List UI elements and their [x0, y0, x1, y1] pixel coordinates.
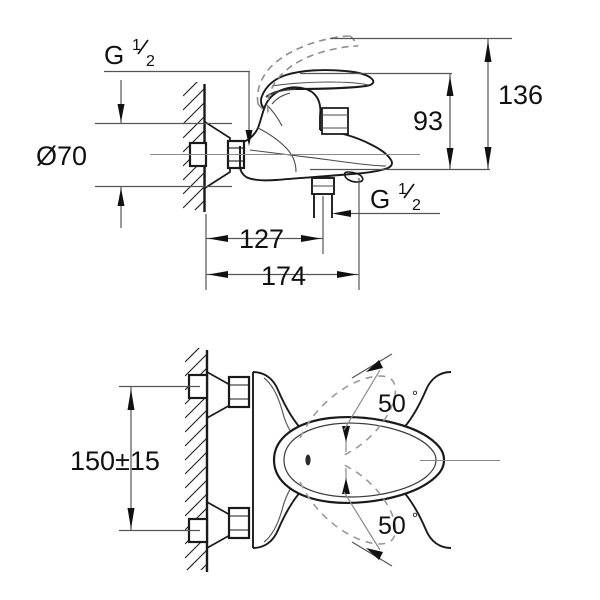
swivel-lower-ref-line-angled: [351, 541, 393, 567]
total-height-arrowhead-bottom: [484, 147, 492, 168]
outlet-thread-denominator: 2: [412, 197, 421, 214]
side-elevation-view: G 1 2 Ø70 93: [36, 35, 543, 291]
diameter-arrowhead-lower: [117, 188, 125, 206]
swivel-range-phantom: [299, 375, 397, 545]
outlet-depth-label: 127: [239, 224, 284, 254]
outlet-depth-arrowhead-left: [208, 235, 228, 242]
inlet-centres-arrowhead-top: [127, 389, 135, 410]
dimension-spout-height: 93: [300, 72, 490, 171]
outlet-thread-fraction-bar: [403, 183, 415, 199]
total-height-arrowhead-top: [484, 41, 492, 62]
upper-inlet-nut-body-side: [227, 375, 251, 409]
outlet-thread-arrowhead: [332, 210, 351, 217]
swivel-lower-arc-line: [343, 491, 381, 551]
spout-underside-detail: [343, 171, 364, 183]
spout-height-arrowhead-top: [446, 76, 454, 96]
flange-diameter-label: Ø70: [36, 141, 87, 171]
inlet-thread-fraction-bar: [137, 39, 149, 55]
inlet-thread-denominator: 2: [146, 53, 155, 70]
inlet-centres-label: 150±15: [70, 446, 160, 476]
outlet-thread-numerator: 1: [398, 181, 407, 198]
swivel-lower-arrowhead-outer: [366, 548, 383, 560]
spout-aerator-mark: [305, 454, 311, 466]
swivel-upper-arrowhead-outer: [366, 360, 383, 372]
swivel-upper-degree-symbol: °: [412, 388, 418, 405]
dimension-total-height: 136: [330, 37, 543, 169]
lever-handle-raised-phantom: [256, 35, 359, 113]
total-depth-label: 174: [261, 261, 306, 291]
total-depth-arrowhead-left: [208, 271, 228, 278]
inlet-thread-numerator: 1: [132, 37, 141, 54]
dimension-flange-diameter: Ø70: [36, 80, 232, 228]
swivel-lower-degree-symbol: °: [412, 510, 418, 527]
outlet-depth-arrowhead-right: [301, 235, 321, 242]
spout-height-arrowhead-bottom: [446, 148, 454, 168]
total-depth-arrowhead-right: [337, 271, 357, 278]
swivel-upper-ref-line-angled: [351, 353, 393, 379]
dimension-swivel-upper: 50 °: [342, 353, 418, 452]
lever-handle: [260, 69, 375, 110]
inlet-thread-label: G: [104, 40, 124, 70]
swivel-lower-label: 50: [378, 512, 406, 540]
swivel-lower-arrowhead-inner: [342, 478, 350, 494]
dimension-inlet-thread-callout: G 1 2: [104, 37, 253, 146]
dimension-total-depth: 174: [206, 178, 360, 291]
dimension-outlet-thread-callout: G 1 2: [332, 181, 440, 217]
swivel-upper-label: 50: [378, 390, 406, 418]
inlet-centres-arrowhead-bottom: [127, 508, 135, 529]
shower-outlet-stub: [311, 177, 335, 218]
outlet-thread-label: G: [370, 184, 390, 214]
dimension-swivel-lower: 50 °: [342, 468, 418, 567]
handle-cap: [321, 107, 349, 135]
dimension-outlet-depth: 127: [205, 196, 324, 290]
swivel-upper-arc-line: [343, 369, 381, 431]
total-height-label: 136: [498, 80, 543, 110]
front-elevation-view: 150±15 50 ° 50 °: [70, 348, 500, 572]
inlet-thread-arrowhead: [245, 130, 253, 146]
lower-inlet-nut-body-side: [227, 506, 251, 540]
spout-height-label: 93: [413, 106, 443, 136]
dimension-inlet-centres: 150±15: [70, 385, 200, 532]
diameter-arrowhead-upper: [117, 104, 125, 122]
